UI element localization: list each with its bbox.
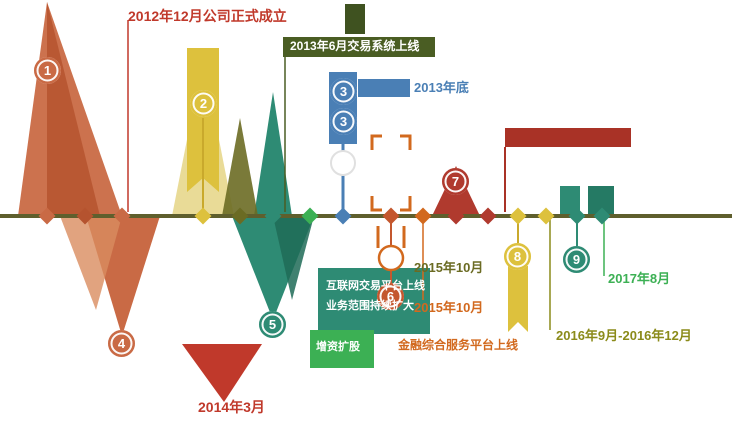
milestone-3b-number: 3 bbox=[339, 114, 348, 129]
banner-green-block bbox=[345, 4, 365, 34]
label-date-2015-a: 2015年10月 bbox=[414, 260, 484, 275]
milestone-6-badge: 6 bbox=[377, 283, 404, 310]
node-diamond bbox=[509, 207, 527, 225]
node-diamond bbox=[447, 207, 465, 225]
node-diamond bbox=[301, 207, 319, 225]
node-diamond bbox=[479, 207, 497, 225]
bracket-decoration bbox=[370, 134, 412, 248]
pennant-mid-teal bbox=[254, 92, 292, 216]
milestone-9-badge: 9 bbox=[563, 246, 590, 273]
label-date-2017: 2017年8月 bbox=[608, 271, 671, 286]
label-date-2014: 2014年3月 bbox=[198, 399, 265, 415]
node-diamond bbox=[113, 207, 131, 225]
node-diamond bbox=[537, 207, 555, 225]
milestone-1-badge: 1 bbox=[34, 57, 61, 84]
pennant-5-shade bbox=[273, 216, 314, 300]
milestone-4-badge: 4 bbox=[108, 330, 135, 357]
milestone-3b-badge: 3 bbox=[330, 108, 357, 135]
milestone-7-badge: 7 bbox=[442, 168, 469, 195]
block-9-a bbox=[560, 186, 580, 214]
milestone-1-number: 1 bbox=[43, 63, 52, 78]
label-banner-green: 2013年6月交易系统上线 bbox=[290, 39, 420, 53]
pennant-4-shade bbox=[60, 216, 122, 310]
node-diamond bbox=[264, 207, 282, 225]
label-date-2016: 2016年9月-2016年12月 bbox=[556, 328, 692, 343]
pennant-1 bbox=[18, 2, 122, 216]
banner-blue bbox=[358, 79, 410, 97]
label-connectors bbox=[127, 20, 605, 330]
milestone-4-number: 4 bbox=[117, 336, 126, 351]
hollow-circle-orange-column bbox=[377, 244, 405, 272]
pennant-mid bbox=[222, 92, 292, 216]
red-triangle-bottom bbox=[182, 344, 262, 402]
label-teal-line1: 互联网交易平台上线 bbox=[326, 280, 425, 292]
pennant-1-shade bbox=[47, 2, 100, 216]
milestone-3a-number: 3 bbox=[339, 84, 348, 99]
banner-green-top bbox=[283, 4, 435, 212]
node-diamond bbox=[414, 207, 432, 225]
node-diamond bbox=[76, 207, 94, 225]
hollow-circle-blue-column bbox=[330, 150, 356, 176]
node-diamond bbox=[334, 207, 352, 225]
bracket-bottom-left bbox=[370, 196, 382, 212]
ribbon-2 bbox=[172, 48, 234, 216]
label-green-block: 增资扩股 bbox=[316, 341, 360, 353]
milestone-3a-badge: 3 bbox=[330, 78, 357, 105]
pennant-mid-olive bbox=[222, 118, 258, 216]
banner-red-right bbox=[504, 128, 631, 212]
ribbon-8-flag bbox=[508, 266, 528, 332]
milestone-8-number: 8 bbox=[513, 249, 522, 264]
ribbon-8 bbox=[508, 216, 528, 332]
bracket-bottom-right bbox=[400, 196, 412, 212]
node-diamond bbox=[593, 207, 611, 225]
green-block bbox=[310, 330, 374, 368]
banner-green-bar bbox=[283, 37, 435, 57]
node-diamond bbox=[194, 207, 212, 225]
milestone-9-number: 9 bbox=[572, 252, 581, 267]
node-diamond bbox=[568, 207, 586, 225]
banner-red-bar bbox=[505, 128, 631, 147]
milestone-2-badge: 2 bbox=[190, 90, 217, 117]
milestone-2-number: 2 bbox=[199, 96, 208, 111]
label-teal-line2: 业务范围持续扩大 bbox=[326, 300, 414, 312]
milestone-8-badge: 8 bbox=[504, 243, 531, 270]
milestone-5-number: 5 bbox=[268, 317, 277, 332]
pennant-5 bbox=[232, 216, 314, 320]
blocks-bottom-mid bbox=[310, 268, 430, 368]
milestone-7-number: 7 bbox=[451, 174, 460, 189]
node-diamond bbox=[382, 207, 400, 225]
milestone-6-number: 6 bbox=[386, 289, 395, 304]
bracket-top-right bbox=[400, 134, 412, 150]
label-top-red: 2012年12月公司正式成立 bbox=[128, 8, 287, 24]
milestone-5-badge: 5 bbox=[259, 311, 286, 338]
pennant-4 bbox=[60, 216, 160, 336]
node-diamond bbox=[231, 207, 249, 225]
label-date-2015-b: 2015年10月 bbox=[414, 300, 484, 315]
bracket-top-left bbox=[370, 134, 382, 150]
label-date-2013: 2013年底 bbox=[414, 80, 469, 95]
label-platform: 金融综合服务平台上线 bbox=[398, 338, 519, 352]
teal-block bbox=[318, 268, 430, 334]
